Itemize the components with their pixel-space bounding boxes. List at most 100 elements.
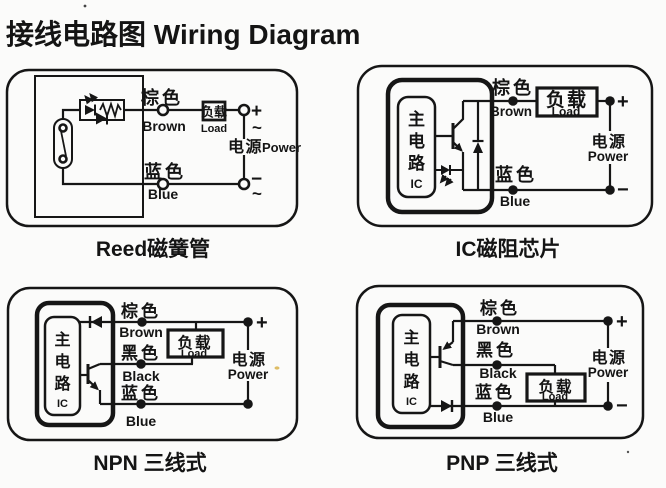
power-label-cn: 电源 xyxy=(591,132,626,151)
terminal-plus xyxy=(237,103,251,117)
label-blue-cn: 蓝色 xyxy=(121,383,161,403)
minus-sign: − xyxy=(251,169,262,190)
label-black-en: Black xyxy=(122,368,160,384)
zener-diode-symbol xyxy=(472,101,484,190)
transistor-symbol xyxy=(80,362,102,404)
diode-symbol xyxy=(88,316,102,328)
label-blue-cn: 蓝色 xyxy=(144,161,186,182)
minus-sign: − xyxy=(617,179,629,201)
npn-outer-border xyxy=(6,286,299,442)
terminal-blue xyxy=(156,177,170,191)
label-brown-cn: 棕色 xyxy=(121,301,161,321)
led-symbol xyxy=(435,165,463,187)
pnp-outer-border xyxy=(355,284,645,440)
junction-black xyxy=(492,360,502,370)
reed-switch-symbol xyxy=(53,118,73,169)
junction-brown xyxy=(492,316,502,326)
power-label-cn: 电源 xyxy=(591,348,626,367)
scan-speck xyxy=(83,4,87,8)
label-brown-en: Brown xyxy=(476,321,520,337)
diagram-ic: 主 电 路 IC xyxy=(356,64,654,261)
diagram-reed: 负载 Load 电源 Power + ~ − ~ 棕色 Brown 蓝色 Blu… xyxy=(5,68,301,261)
main-circuit-char-3: 路 xyxy=(403,372,420,391)
junction-minus xyxy=(603,401,613,411)
main-circuit-box xyxy=(396,95,437,199)
label-black-en: Black xyxy=(479,365,517,381)
plus-sign: + xyxy=(251,101,262,122)
load-label-cn: 负载 xyxy=(177,333,212,352)
ic-outer-border xyxy=(356,64,654,228)
label-brown-cn: 棕色 xyxy=(492,77,534,98)
terminal-minus xyxy=(237,177,251,191)
load-box: 负载 Load xyxy=(201,100,227,135)
main-circuit-char-2: 电 xyxy=(403,350,419,369)
caption-ic: IC磁阻芯片 xyxy=(456,237,561,261)
label-blue-en: Blue xyxy=(126,413,157,429)
junction-minus xyxy=(605,185,615,195)
power-label-bg xyxy=(226,139,294,155)
load-label-cn: 负载 xyxy=(201,105,227,120)
tilde-top: ~ xyxy=(252,118,262,137)
power-label-bg xyxy=(229,350,269,381)
plus-sign: + xyxy=(617,91,629,113)
junction-plus xyxy=(243,317,253,327)
scan-speck xyxy=(626,450,630,454)
diagram-npn: 主 电 路 IC 负载 Load 电源 Power xyxy=(6,286,299,475)
caption-reed: Reed磁簧管 xyxy=(96,237,210,261)
label-black-cn: 黑色 xyxy=(476,340,516,360)
power-label-bg xyxy=(588,348,630,382)
junction-brown xyxy=(508,96,518,106)
load-label-cn: 负载 xyxy=(546,88,588,111)
tilde-bottom: ~ xyxy=(252,184,262,203)
label-brown-cn: 棕色 xyxy=(480,298,520,318)
load-label-en: Load xyxy=(201,123,227,135)
load-box: 负载 Load xyxy=(166,328,225,360)
main-circuit-char-1: 主 xyxy=(403,328,419,347)
junction-black xyxy=(136,359,146,369)
junction-blue xyxy=(492,401,502,411)
load-label-cn: 负载 xyxy=(538,377,573,396)
main-circuit-char-3: 路 xyxy=(54,374,71,393)
load-label-en: Load xyxy=(542,391,568,403)
terminal-brown xyxy=(156,103,170,117)
label-brown-en: Brown xyxy=(119,324,163,340)
led-symbol xyxy=(84,92,99,116)
pnp-module-outline xyxy=(375,302,466,430)
label-brown-en: Brown xyxy=(490,104,532,119)
load-label-en: Load xyxy=(552,105,581,119)
main-circuit-char-2: 电 xyxy=(408,131,425,151)
power-label-en: Power xyxy=(588,365,629,380)
scan-speck xyxy=(274,366,280,370)
power-label-en: Power xyxy=(228,367,269,382)
power-label-bg xyxy=(589,131,629,164)
main-circuit-box xyxy=(391,313,432,415)
power-label-cn: 电源 xyxy=(228,137,263,156)
plus-sign: + xyxy=(256,312,268,334)
transistor-symbol xyxy=(435,101,465,190)
main-circuit-char-4: IC xyxy=(411,177,423,191)
main-circuit-char-1: 主 xyxy=(408,109,425,129)
label-blue-en: Blue xyxy=(500,193,531,209)
led-resistor-component-box xyxy=(79,92,125,125)
transistor-symbol xyxy=(430,321,455,368)
load-box: 负载 Load xyxy=(525,372,587,403)
main-circuit-box xyxy=(43,315,82,417)
label-blue-cn: 蓝色 xyxy=(495,164,537,185)
plus-sign: + xyxy=(616,311,628,333)
resistor-symbol xyxy=(99,101,122,120)
junction-brown xyxy=(137,317,147,327)
junction-plus xyxy=(603,316,613,326)
load-label-en: Load xyxy=(181,348,207,360)
main-circuit-char-4: IC xyxy=(406,396,417,408)
minus-sign: − xyxy=(616,395,628,417)
junction-bottom xyxy=(243,399,253,409)
diode-symbol xyxy=(441,400,454,412)
label-brown-cn: 棕色 xyxy=(141,87,183,108)
reed-sensor-body xyxy=(34,75,144,218)
junction-blue xyxy=(508,185,518,195)
load-box: 负载 Load xyxy=(535,86,599,119)
diode-symbol xyxy=(96,112,108,125)
pnp-wires xyxy=(430,319,610,408)
page-title: 接线电路图 Wiring Diagram xyxy=(6,19,360,50)
